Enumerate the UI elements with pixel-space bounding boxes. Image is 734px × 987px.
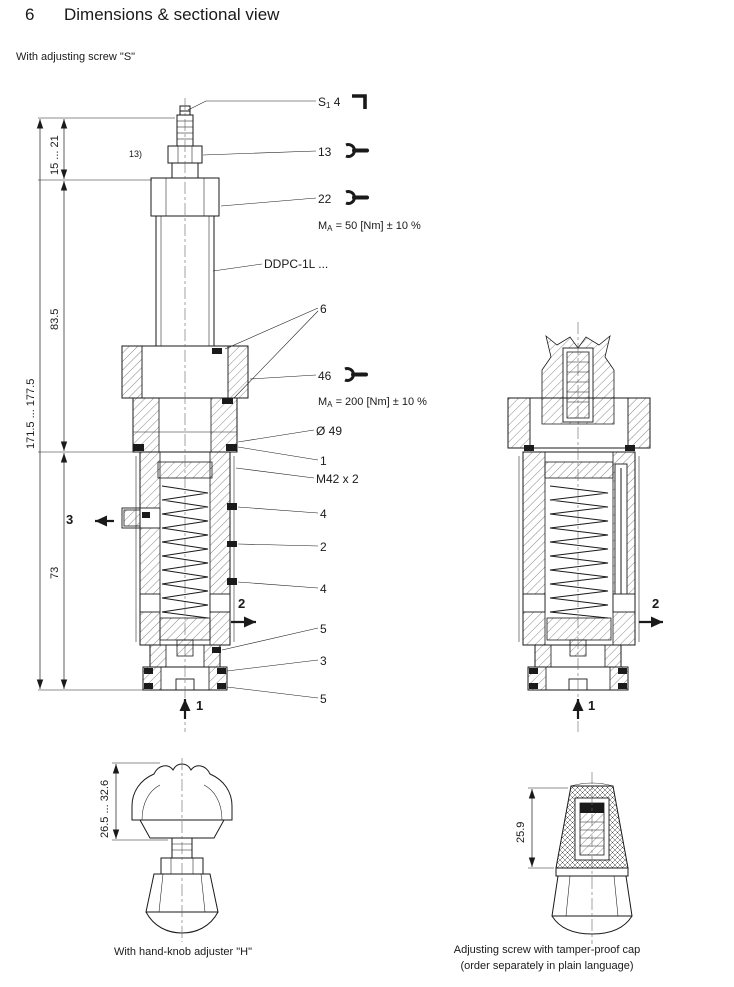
subtitle: With adjusting screw "S" — [16, 51, 136, 63]
dim-top-segment: 15 ... 21 — [49, 135, 61, 175]
callout-item-5b: 5 — [320, 692, 327, 706]
section-number: 6 — [25, 5, 35, 24]
port-3-label: 3 — [66, 512, 74, 527]
port-2-label-right: 2 — [652, 596, 660, 611]
allen-sub: 1 — [326, 101, 331, 110]
callout-item-4a: 4 — [320, 507, 327, 521]
dim-overall: 171.5 ... 177.5 — [25, 378, 37, 449]
torque-base: M — [318, 220, 328, 232]
torque-rest: = 50 [Nm] ± 10 % — [332, 220, 421, 232]
callout-wrench-13: 13 — [318, 145, 332, 159]
page-title: Dimensions & sectional view — [64, 5, 280, 24]
dimension-annotations — [36, 117, 175, 691]
torque-base: M — [318, 396, 328, 408]
footnote-ref: 13) — [129, 149, 143, 159]
callout-item-4b: 4 — [320, 582, 327, 596]
callout-allen-key-size: S1 4 — [318, 95, 340, 113]
tamper-cap-view — [528, 772, 633, 944]
port-1-label-right: 1 — [588, 698, 596, 713]
callout-wrench-22: 22 — [318, 192, 332, 206]
callout-wrench-46: 46 — [318, 369, 332, 383]
thread-label: M42 x 2 — [316, 472, 359, 486]
torque-sub: A — [327, 224, 333, 233]
torque-rest: = 200 [Nm] ± 10 % — [332, 396, 427, 408]
dim-upper-segment: 83.5 — [49, 308, 61, 330]
port-1-label: 1 — [196, 698, 204, 713]
knob-dimension: 26.5 ... 32.6 — [99, 779, 111, 838]
diameter-label: Ø 49 — [316, 424, 343, 438]
callout-item-2: 2 — [320, 540, 327, 554]
secondary-sectional-view — [507, 322, 663, 732]
allen-rest: 4 — [330, 95, 341, 109]
hand-knob-view — [112, 758, 233, 942]
callout-item-1: 1 — [320, 454, 327, 468]
callout-item-3: 3 — [320, 654, 327, 668]
dim-lower-segment: 73 — [49, 566, 61, 579]
torque-spec-50: MA = 50 [Nm] ± 10 % — [318, 219, 421, 236]
callout-item-5a: 5 — [320, 622, 327, 636]
callout-item-6: 6 — [320, 302, 327, 316]
cap-dimension: 25.9 — [515, 821, 527, 843]
main-sectional-view — [95, 98, 319, 732]
model-label: DDPC-1L ... — [264, 257, 329, 271]
cap-caption-line1: Adjusting screw with tamper-proof cap — [453, 944, 641, 956]
wrench-icon — [341, 142, 369, 164]
cap-caption-line2: (order separately in plain language) — [460, 960, 634, 972]
torque-spec-200: MA = 200 [Nm] ± 10 % — [318, 395, 427, 412]
allen-key-icon — [350, 92, 374, 117]
port-2-label: 2 — [238, 596, 246, 611]
knob-caption: With hand-knob adjuster "H" — [113, 946, 253, 958]
wrench-icon — [340, 366, 368, 388]
torque-sub: A — [327, 400, 333, 409]
wrench-icon — [341, 189, 369, 211]
allen-base: S — [318, 95, 327, 109]
